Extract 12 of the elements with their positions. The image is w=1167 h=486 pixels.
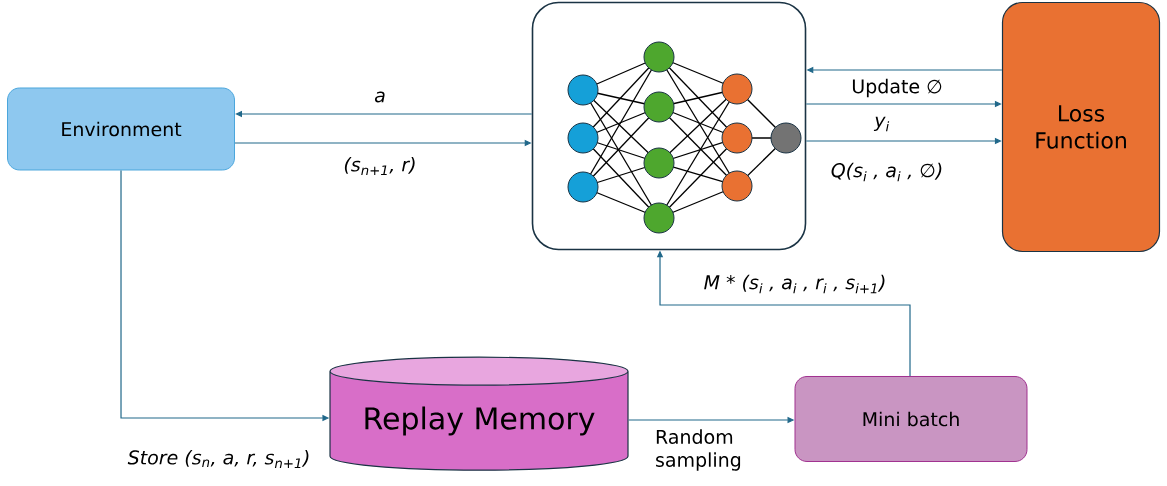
edge-label: a	[374, 91, 385, 103]
loss-function-box: Loss Function	[1001, 1, 1161, 253]
edge-label: M * (s$_{i}$ , a$_{i}$ , r$_{i}$ , s$_{i+1}$)	[704, 274, 885, 294]
environment-box: Environment	[7, 87, 235, 171]
edge-label: (s$_{n+1}$, r)	[344, 156, 415, 176]
edge-label: Store (s$_{n}$, a, r, s$_{n+1}$)	[127, 449, 309, 469]
mini-batch-box: Mini batch	[794, 376, 1028, 462]
edge-label: y$_{i}$	[873, 116, 890, 132]
edge-label: Q(s$_{i}$ , a$_{i}$ , ∅)	[831, 162, 942, 182]
edge-label: Update ∅	[852, 78, 942, 98]
edge-label: Random sampling	[656, 429, 741, 471]
replay-memory-cylinder: Replay Memory	[329, 356, 629, 471]
